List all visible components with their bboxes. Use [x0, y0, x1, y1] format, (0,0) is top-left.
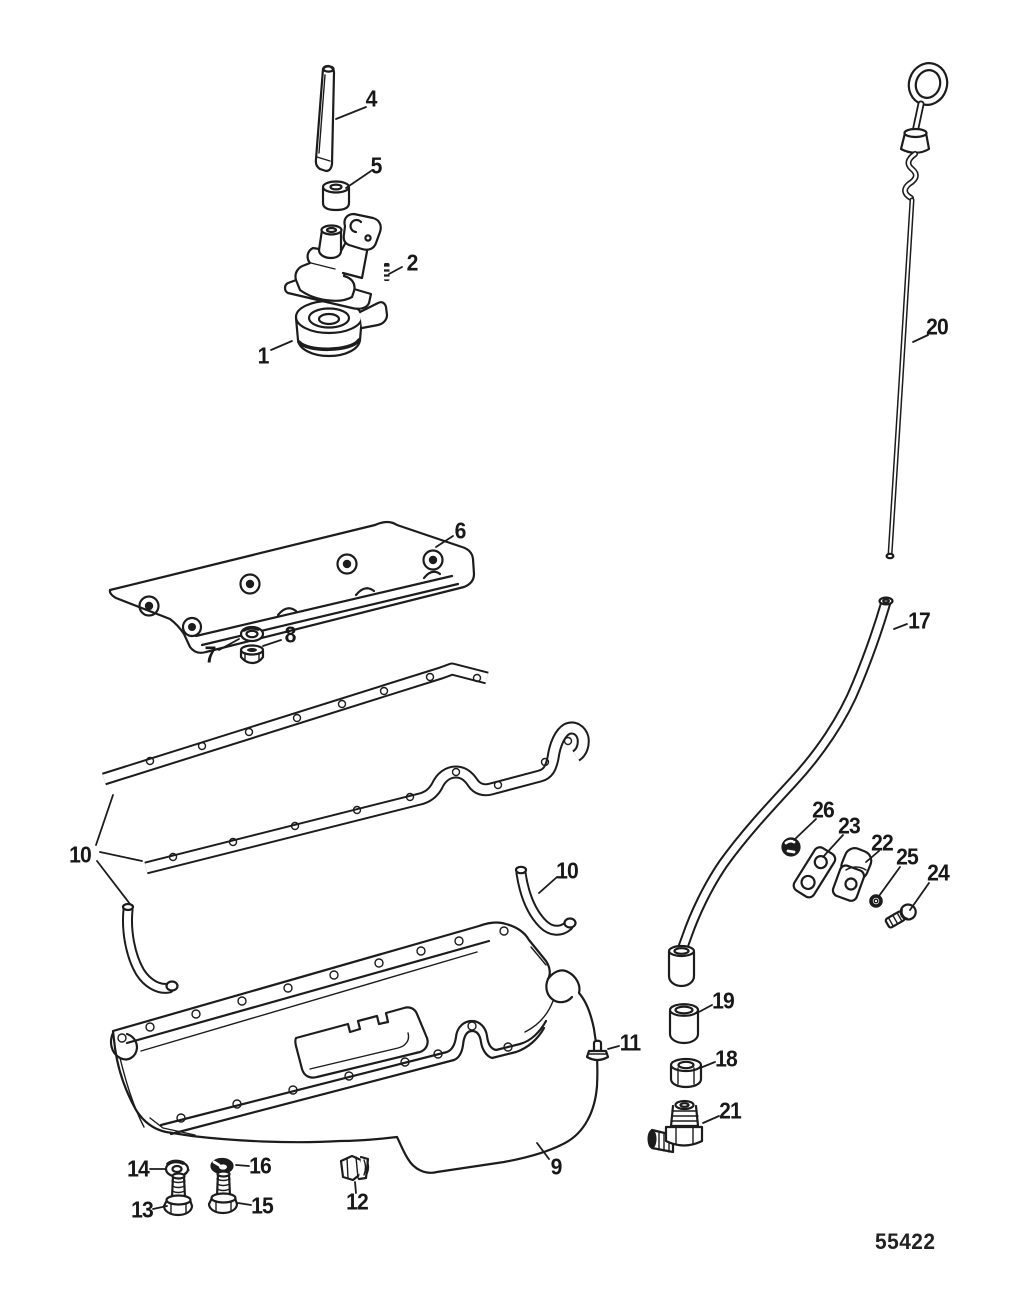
pan-flange-holes [117, 926, 509, 1043]
callout-part-6: 6 [454, 517, 467, 544]
baffle-holes [138, 549, 444, 638]
callout-part-21: 21 [719, 1097, 742, 1124]
bushing-drawing [321, 180, 351, 212]
leader-lines [95, 106, 930, 1210]
clamp-nut-26-drawing [781, 837, 801, 857]
side-gasket-upper-drawing [102, 662, 489, 786]
callout-part-18: 18 [715, 1045, 738, 1072]
stud-drawing [585, 1039, 610, 1062]
callout-part-5: 5 [370, 152, 383, 179]
drawing-number: 55422 [875, 1229, 936, 1254]
dipstick-drawing [885, 62, 949, 560]
callout-part-17: 17 [908, 607, 931, 634]
dipstick-tube-drawing [667, 596, 894, 988]
drive-pin-drawing [383, 263, 391, 281]
gasket-holes [168, 736, 573, 862]
callout-part-10-right: 10 [556, 857, 579, 884]
spacer-drawing [668, 1003, 700, 1045]
callout-part-26: 26 [812, 796, 835, 823]
callout-part-20: 20 [926, 313, 949, 340]
callout-part-7: 7 [204, 641, 217, 668]
callout-part-10-left: 10 [69, 841, 92, 868]
gasket-holes [145, 672, 482, 766]
drain-plug-drawing [339, 1154, 370, 1182]
clamp-22-drawing [831, 847, 873, 902]
callout-part-13: 13 [131, 1196, 154, 1223]
nut-18-drawing [669, 1057, 703, 1089]
oil-pump-drawing [283, 212, 389, 358]
callout-part-9: 9 [550, 1153, 563, 1180]
callout-part-2: 2 [406, 249, 419, 276]
callout-part-4: 4 [365, 85, 378, 112]
end-seal-left-drawing [121, 902, 179, 994]
bolt-15-drawing [207, 1170, 239, 1215]
callout-part-16: 16 [249, 1152, 272, 1179]
bolt-13-drawing [162, 1172, 194, 1217]
callout-part-1: 1 [257, 342, 270, 369]
callout-part-24: 24 [927, 859, 950, 886]
windage-tray-drawing [294, 1006, 429, 1079]
baffle-nut-drawing [239, 644, 265, 665]
side-gasket-lower-drawing [144, 721, 590, 875]
callout-part-14: 14 [127, 1155, 150, 1182]
screw-24-drawing [884, 903, 917, 929]
oil-pan-drawing [109, 921, 599, 1174]
callout-part-25: 25 [896, 843, 919, 870]
end-seal-right-drawing [514, 865, 577, 936]
callout-part-23: 23 [838, 812, 861, 839]
baffle-plate-drawing [108, 520, 476, 654]
drive-rod-drawing [314, 64, 336, 173]
callout-part-15: 15 [251, 1192, 274, 1219]
callout-part-11: 11 [619, 1029, 641, 1056]
elbow-fitting-drawing [647, 1099, 704, 1154]
callout-part-8: 8 [284, 621, 297, 648]
washer-25-drawing [869, 894, 883, 908]
callout-part-22: 22 [871, 829, 894, 856]
callout-part-12: 12 [346, 1188, 369, 1215]
clamp-plate-23-drawing [792, 846, 837, 899]
baffle-washer-drawing [239, 625, 265, 643]
callout-part-19: 19 [712, 987, 735, 1014]
pan-rail-holes [176, 1021, 513, 1123]
